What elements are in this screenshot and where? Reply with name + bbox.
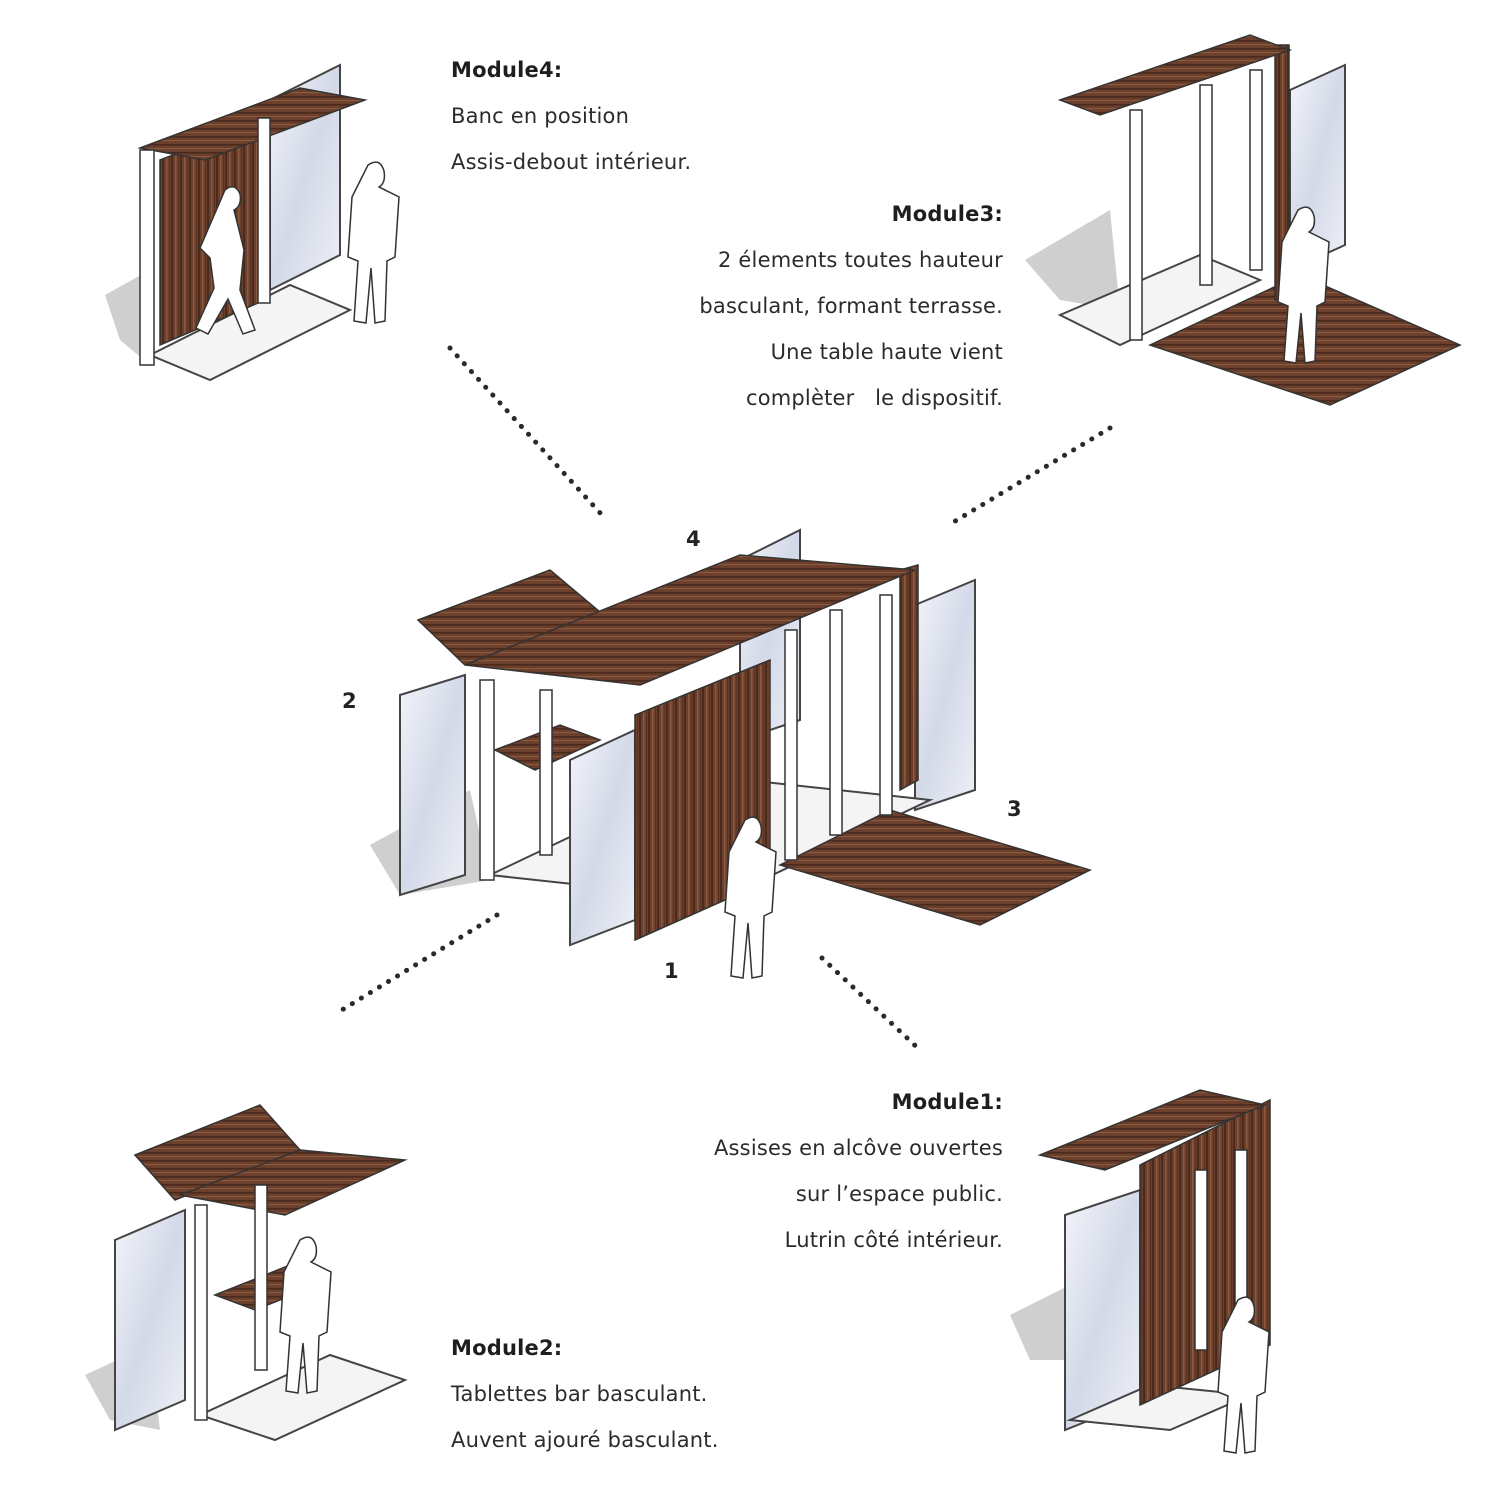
module3-line-3: Une table haute vient bbox=[770, 340, 1003, 364]
central-door-front bbox=[569, 728, 636, 947]
module3-post-1 bbox=[1129, 109, 1143, 341]
module2-person-standing bbox=[279, 1236, 332, 1394]
connector-module4 bbox=[447, 345, 605, 518]
central-wood-end bbox=[899, 564, 919, 792]
module4-person-standing bbox=[347, 161, 400, 324]
connector-module2 bbox=[334, 912, 500, 1016]
module3-line-4: complèter le dispositif. bbox=[745, 386, 1003, 410]
central-post-1 bbox=[479, 679, 495, 881]
module4-person-walking bbox=[195, 186, 256, 335]
marker-3: 3 bbox=[1007, 797, 1022, 821]
module2-roof bbox=[177, 1149, 408, 1216]
module4-title: Module4: bbox=[451, 58, 563, 82]
module4-shadow bbox=[105, 270, 150, 365]
module1-line-1: Assises en alcôve ouvertes bbox=[713, 1136, 1003, 1160]
module2-post-1 bbox=[194, 1204, 208, 1421]
module2-floor bbox=[197, 1353, 408, 1442]
central-door-left bbox=[399, 673, 466, 897]
connector-module1 bbox=[819, 955, 925, 1055]
module2-post-2 bbox=[254, 1184, 268, 1371]
module4-roof bbox=[137, 87, 368, 161]
module3-post-2 bbox=[1199, 84, 1213, 286]
central-post-5 bbox=[879, 594, 893, 816]
caption-module3: Module3: 2 élements toutes hauteur bascu… bbox=[699, 191, 1003, 421]
marker-2: 2 bbox=[342, 689, 357, 713]
module4-line-2: Assis-debout intérieur. bbox=[451, 150, 692, 174]
central-post-4 bbox=[829, 609, 843, 836]
module2-illustration bbox=[85, 1104, 408, 1442]
central-roof bbox=[464, 554, 916, 686]
module1-line-3: Lutrin côté intérieur. bbox=[784, 1228, 1003, 1252]
module2-line-1: Tablettes bar basculant. bbox=[451, 1382, 708, 1406]
module2-title: Module2: bbox=[451, 1336, 563, 1360]
central-glass-right bbox=[914, 578, 976, 812]
module4-line-1: Banc en position bbox=[451, 104, 630, 128]
central-person-standing bbox=[724, 816, 777, 979]
module3-line-2: basculant, formant terrasse. bbox=[699, 294, 1003, 318]
central-post-2 bbox=[539, 689, 553, 856]
module1-illustration bbox=[1010, 1089, 1271, 1454]
marker-4: 4 bbox=[686, 527, 701, 551]
central-post-3 bbox=[784, 629, 798, 861]
module3-post-3 bbox=[1249, 69, 1263, 271]
caption-module2: Module2: Tablettes bar basculant. Auvent… bbox=[451, 1325, 719, 1463]
module1-person-standing bbox=[1217, 1296, 1270, 1454]
module1-line-2: sur l’espace public. bbox=[795, 1182, 1003, 1206]
connector-module3 bbox=[949, 425, 1113, 526]
module3-line-1: 2 élements toutes hauteur bbox=[718, 248, 1003, 272]
module3-roof bbox=[1057, 34, 1293, 116]
module1-roof bbox=[1037, 1089, 1268, 1171]
module3-shadow bbox=[1025, 210, 1120, 310]
central-terrace bbox=[777, 809, 1093, 926]
central-assembly-illustration bbox=[370, 528, 1093, 979]
marker-1: 1 bbox=[664, 959, 679, 983]
module4-post-left bbox=[139, 149, 155, 366]
module1-shadow bbox=[1010, 1280, 1080, 1360]
module1-title: Module1: bbox=[891, 1090, 1003, 1114]
caption-module4: Module4: Banc en position Assis-debout i… bbox=[451, 47, 691, 185]
module4-post-mid bbox=[257, 117, 271, 304]
module3-title: Module3: bbox=[891, 202, 1003, 226]
module3-illustration bbox=[1025, 34, 1462, 406]
module4-illustration bbox=[105, 63, 400, 382]
module2-glass-door bbox=[114, 1208, 186, 1432]
module3-person-standing bbox=[1277, 206, 1330, 364]
module1-post-1 bbox=[1194, 1169, 1208, 1351]
module2-line-2: Auvent ajouré basculant. bbox=[451, 1428, 719, 1452]
caption-module1: Module1: Assises en alcôve ouvertes sur … bbox=[714, 1079, 1003, 1263]
